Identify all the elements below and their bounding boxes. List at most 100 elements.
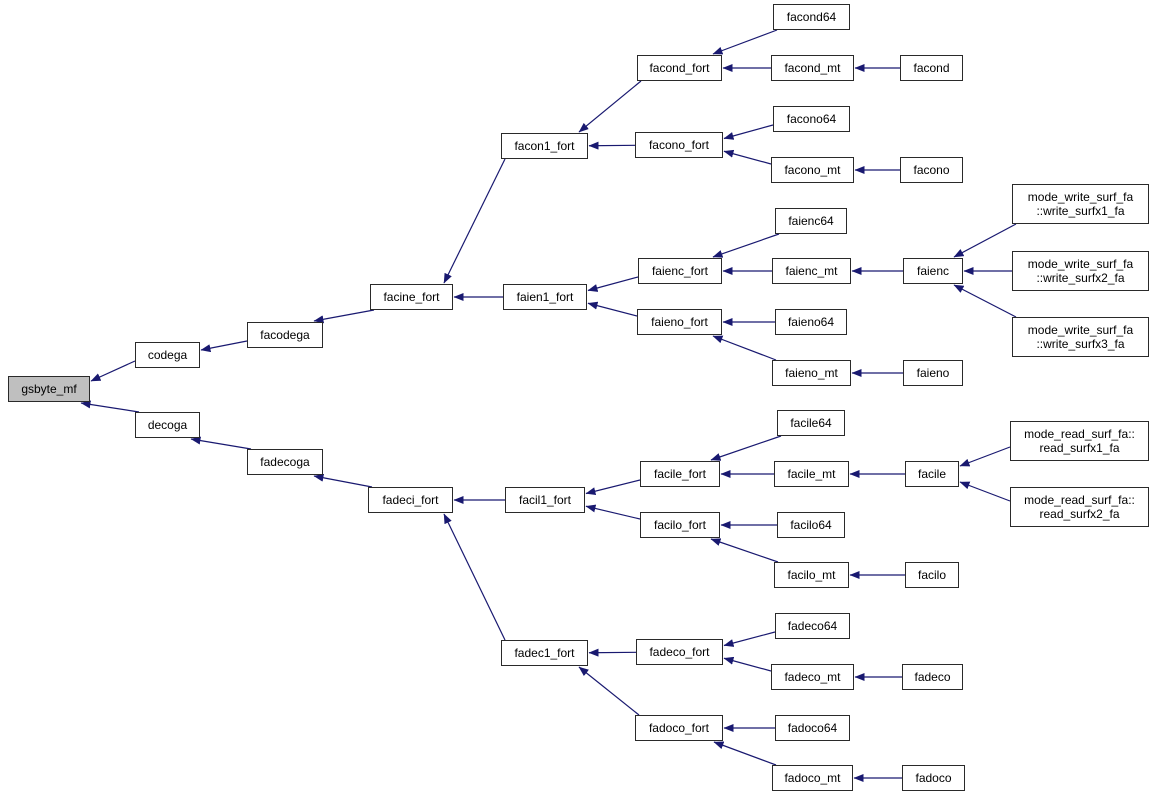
edge-read_surfx2-to-facile bbox=[959, 481, 1011, 502]
node-fadoco[interactable]: fadoco bbox=[902, 765, 965, 791]
edge-fadeco_mt-to-fadeco_fort bbox=[723, 656, 772, 672]
node-faieno64[interactable]: faieno64 bbox=[775, 309, 847, 335]
node-read_surfx1[interactable]: mode_read_surf_fa::read_surfx1_fa bbox=[1010, 421, 1149, 461]
node-fadoco_fort[interactable]: fadoco_fort bbox=[635, 715, 723, 741]
node-label: mode_write_surf_fa bbox=[1027, 189, 1134, 204]
node-label: mode_write_surf_fa bbox=[1027, 322, 1134, 337]
node-faienc_fort[interactable]: faienc_fort bbox=[638, 258, 722, 284]
node-facond64[interactable]: facond64 bbox=[773, 4, 850, 30]
node-faienc[interactable]: faienc bbox=[903, 258, 963, 284]
node-label: facine_fort bbox=[383, 289, 440, 304]
edge-facond_fort-to-facon1_fort bbox=[578, 80, 642, 133]
node-facile_mt[interactable]: facile_mt bbox=[774, 461, 849, 487]
node-fadecoga[interactable]: fadecoga bbox=[247, 449, 323, 475]
node-label: fadec1_fort bbox=[514, 645, 575, 660]
node-fadeco64[interactable]: fadeco64 bbox=[775, 613, 850, 639]
node-label: facond_mt bbox=[784, 60, 841, 75]
node-facono[interactable]: facono bbox=[900, 157, 963, 183]
edge-faienc64-to-faienc_fort bbox=[712, 233, 780, 258]
node-facile_fort[interactable]: facile_fort bbox=[640, 461, 720, 487]
node-faieno_fort[interactable]: faieno_fort bbox=[637, 309, 722, 335]
edge-facine_fort-to-facodega bbox=[313, 309, 375, 324]
node-facil1_fort[interactable]: facil1_fort bbox=[505, 487, 585, 513]
node-facine_fort[interactable]: facine_fort bbox=[370, 284, 453, 310]
edge-faienc_fort-to-faien1_fort bbox=[587, 276, 639, 292]
node-read_surfx2[interactable]: mode_read_surf_fa::read_surfx2_fa bbox=[1010, 487, 1149, 527]
node-label: faien1_fort bbox=[516, 289, 574, 304]
node-label: fadoco_mt bbox=[784, 770, 841, 785]
node-facond_mt[interactable]: facond_mt bbox=[771, 55, 854, 81]
node-label: faienc64 bbox=[788, 213, 834, 228]
node-fadeco_mt[interactable]: fadeco_mt bbox=[771, 664, 854, 690]
node-label: faienc_fort bbox=[651, 263, 709, 278]
node-faieno_mt[interactable]: faieno_mt bbox=[772, 360, 851, 386]
node-label: facond bbox=[913, 60, 950, 75]
node-facond[interactable]: facond bbox=[900, 55, 963, 81]
node-facon1_fort[interactable]: facon1_fort bbox=[501, 133, 588, 159]
edge-fadec1_fort-to-fadeci_fort bbox=[443, 513, 506, 641]
node-facile64[interactable]: facile64 bbox=[777, 410, 845, 436]
node-facilo_mt[interactable]: facilo_mt bbox=[774, 562, 849, 588]
node-decoga[interactable]: decoga bbox=[135, 412, 200, 438]
node-label: facile64 bbox=[790, 415, 832, 430]
node-write_surfx1[interactable]: mode_write_surf_fa::write_surfx1_fa bbox=[1012, 184, 1149, 224]
node-label: facile_fort bbox=[653, 466, 707, 481]
node-label: fadoco64 bbox=[787, 720, 838, 735]
node-label: facil1_fort bbox=[518, 492, 572, 507]
node-label: facono_mt bbox=[784, 162, 841, 177]
node-label: fadoco_fort bbox=[648, 720, 710, 735]
node-label: fadoco bbox=[915, 770, 952, 785]
node-label: facono64 bbox=[786, 111, 837, 126]
node-faieno[interactable]: faieno bbox=[903, 360, 963, 386]
node-facond_fort[interactable]: facond_fort bbox=[637, 55, 722, 81]
node-fadec1_fort[interactable]: fadec1_fort bbox=[501, 640, 588, 666]
node-label: faienc_mt bbox=[785, 263, 838, 278]
node-label: faieno64 bbox=[787, 314, 835, 329]
edge-facono_mt-to-facono_fort bbox=[723, 149, 772, 165]
node-label: faienc bbox=[916, 263, 950, 278]
node-write_surfx3[interactable]: mode_write_surf_fa::write_surfx3_fa bbox=[1012, 317, 1149, 357]
node-gsbyte_mf[interactable]: gsbyte_mf bbox=[8, 376, 90, 402]
node-faienc64[interactable]: faienc64 bbox=[775, 208, 847, 234]
edge-facodega-to-codega bbox=[200, 340, 248, 353]
node-label: mode_write_surf_fa bbox=[1027, 256, 1134, 271]
node-faienc_mt[interactable]: faienc_mt bbox=[772, 258, 851, 284]
node-write_surfx2[interactable]: mode_write_surf_fa::write_surfx2_fa bbox=[1012, 251, 1149, 291]
node-label: faieno_mt bbox=[785, 365, 838, 380]
node-label: decoga bbox=[147, 417, 188, 432]
node-codega[interactable]: codega bbox=[135, 342, 200, 368]
node-label: facono_fort bbox=[648, 137, 710, 152]
edge-codega-to-gsbyte_mf bbox=[90, 360, 136, 382]
node-label: facodega bbox=[260, 327, 310, 342]
node-fadoco64[interactable]: fadoco64 bbox=[775, 715, 850, 741]
node-faien1_fort[interactable]: faien1_fort bbox=[503, 284, 587, 310]
node-label: facond_fort bbox=[649, 60, 710, 75]
node-facono_mt[interactable]: facono_mt bbox=[771, 157, 854, 183]
node-facono_fort[interactable]: facono_fort bbox=[635, 132, 723, 158]
node-fadeco[interactable]: fadeco bbox=[902, 664, 963, 690]
node-facilo[interactable]: facilo bbox=[905, 562, 959, 588]
node-fadoco_mt[interactable]: fadoco_mt bbox=[772, 765, 853, 791]
node-label: facono bbox=[913, 162, 950, 177]
node-facilo_fort[interactable]: facilo_fort bbox=[640, 512, 720, 538]
node-fadeco_fort[interactable]: fadeco_fort bbox=[636, 639, 723, 665]
node-label: facon1_fort bbox=[514, 138, 575, 153]
node-label: mode_read_surf_fa:: bbox=[1024, 426, 1135, 441]
node-label: fadecoga bbox=[260, 454, 310, 469]
node-facile[interactable]: facile bbox=[905, 461, 959, 487]
node-facono64[interactable]: facono64 bbox=[773, 106, 850, 132]
edge-fadoco_mt-to-fadoco_fort bbox=[713, 741, 777, 766]
node-label: mode_read_surf_fa:: bbox=[1024, 492, 1135, 507]
edge-faieno_fort-to-faien1_fort bbox=[587, 301, 638, 317]
edge-facond64-to-facond_fort bbox=[712, 29, 778, 55]
node-facilo64[interactable]: facilo64 bbox=[777, 512, 845, 538]
node-facodega[interactable]: facodega bbox=[247, 322, 323, 348]
node-label: fadeco64 bbox=[787, 618, 838, 633]
edge-facono64-to-facono_fort bbox=[723, 124, 774, 140]
node-fadeci_fort[interactable]: fadeci_fort bbox=[368, 487, 453, 513]
node-label: fadeco_mt bbox=[784, 669, 841, 684]
node-label: faieno_fort bbox=[651, 314, 708, 329]
node-label: gsbyte_mf bbox=[21, 381, 77, 396]
